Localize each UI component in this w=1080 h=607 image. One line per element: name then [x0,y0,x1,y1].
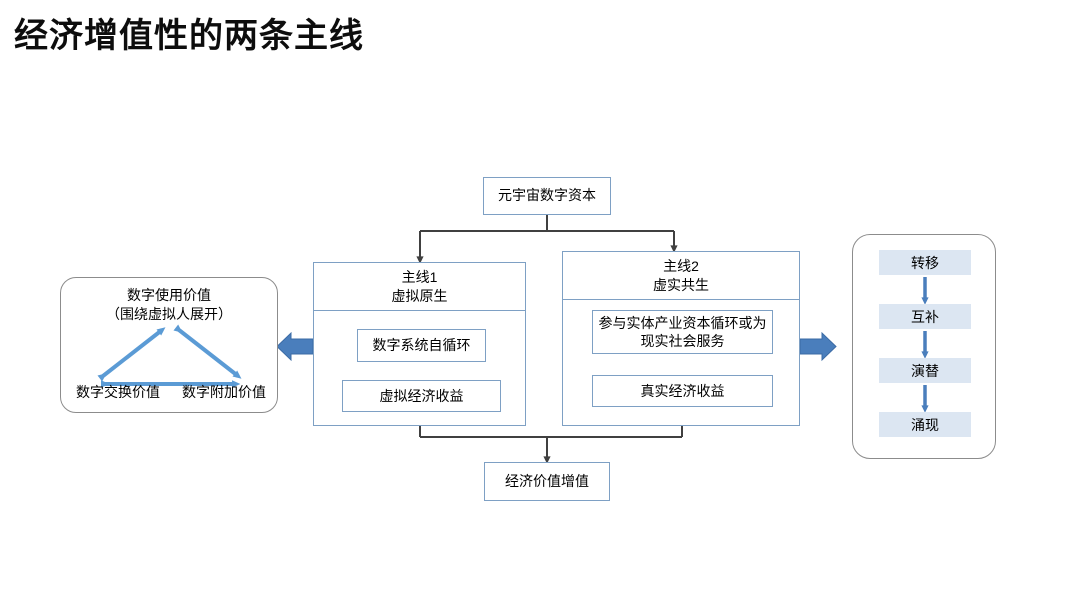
node-digital-added-value: 数字附加价值 [182,384,266,400]
value-triangle-arrows [97,324,242,388]
page-title: 经济增值性的两条主线 [14,17,364,55]
source-node-metaverse-capital[interactable]: 元宇宙数字资本 [483,177,611,215]
mainline-2-title: 主线2 [663,258,699,275]
arrow-use-to-added [173,324,242,379]
stage-item-1[interactable]: 互补 [879,304,971,329]
mainline-1-subtitle: 虚拟原生 [391,287,448,304]
evolution-stages-panel[interactable]: 转移 互补 演替 涌现 [852,234,996,459]
stage-label-2: 演替 [911,362,939,379]
mainline-1-step-2-label: 虚拟经济收益 [379,387,464,404]
stage-item-0[interactable]: 转移 [879,250,971,275]
mainline-2-subtitle: 虚实共生 [653,276,709,293]
mainline-2-step-1-label: 参与实体产业资本循环或为现实社会服务 [598,314,767,349]
digital-use-value-panel[interactable]: 数字使用价值 （围绕虚拟人展开） 数字交换价值 数字附加价值 [60,277,278,413]
mainline-2-step-1[interactable]: 参与实体产业资本循环或为现实社会服务 [592,310,773,354]
result-node-economic-value-increment[interactable]: 经济价值增值 [484,462,610,501]
mainline-1-header: 主线1 虚拟原生 [314,263,525,311]
mainline-2-step-2[interactable]: 真实经济收益 [592,375,773,407]
stage-label-3: 涌现 [911,416,939,433]
mainline-2-header: 主线2 虚实共生 [563,252,799,300]
source-node-label: 元宇宙数字资本 [498,187,596,204]
node-digital-exchange-value: 数字交换价值 [76,384,160,400]
left-block-arrow [276,331,314,362]
mainline-1-step-1-label: 数字系统自循环 [372,337,471,354]
stage-label-0: 转移 [911,254,939,271]
mainline-1-step-1[interactable]: 数字系统自循环 [357,329,486,362]
mainline-1-step-2[interactable]: 虚拟经济收益 [342,380,501,412]
mainline-1-body: 数字系统自循环 虚拟经济收益 [314,311,525,425]
mainline-1-title: 主线1 [401,269,438,286]
stage-item-3[interactable]: 涌现 [879,412,971,437]
mainline-2-panel[interactable]: 主线2 虚实共生 参与实体产业资本循环或为现实社会服务 真实经济收益 [562,251,800,426]
mainline-1-panel[interactable]: 主线1 虚拟原生 数字系统自循环 虚拟经济收益 [313,262,526,426]
arrow-exchange-to-use [97,327,166,382]
stage-flow-arrows [921,277,929,413]
stage-label-1: 互补 [911,308,939,325]
result-node-label: 经济价值增值 [505,472,589,489]
digital-use-value-title: 数字使用价值 （围绕虚拟人展开） [106,287,232,322]
stage-item-2[interactable]: 演替 [879,358,971,383]
right-block-arrow [799,331,837,362]
mainline-2-step-2-label: 真实经济收益 [640,382,725,399]
mainline-2-body: 参与实体产业资本循环或为现实社会服务 真实经济收益 [563,300,799,425]
